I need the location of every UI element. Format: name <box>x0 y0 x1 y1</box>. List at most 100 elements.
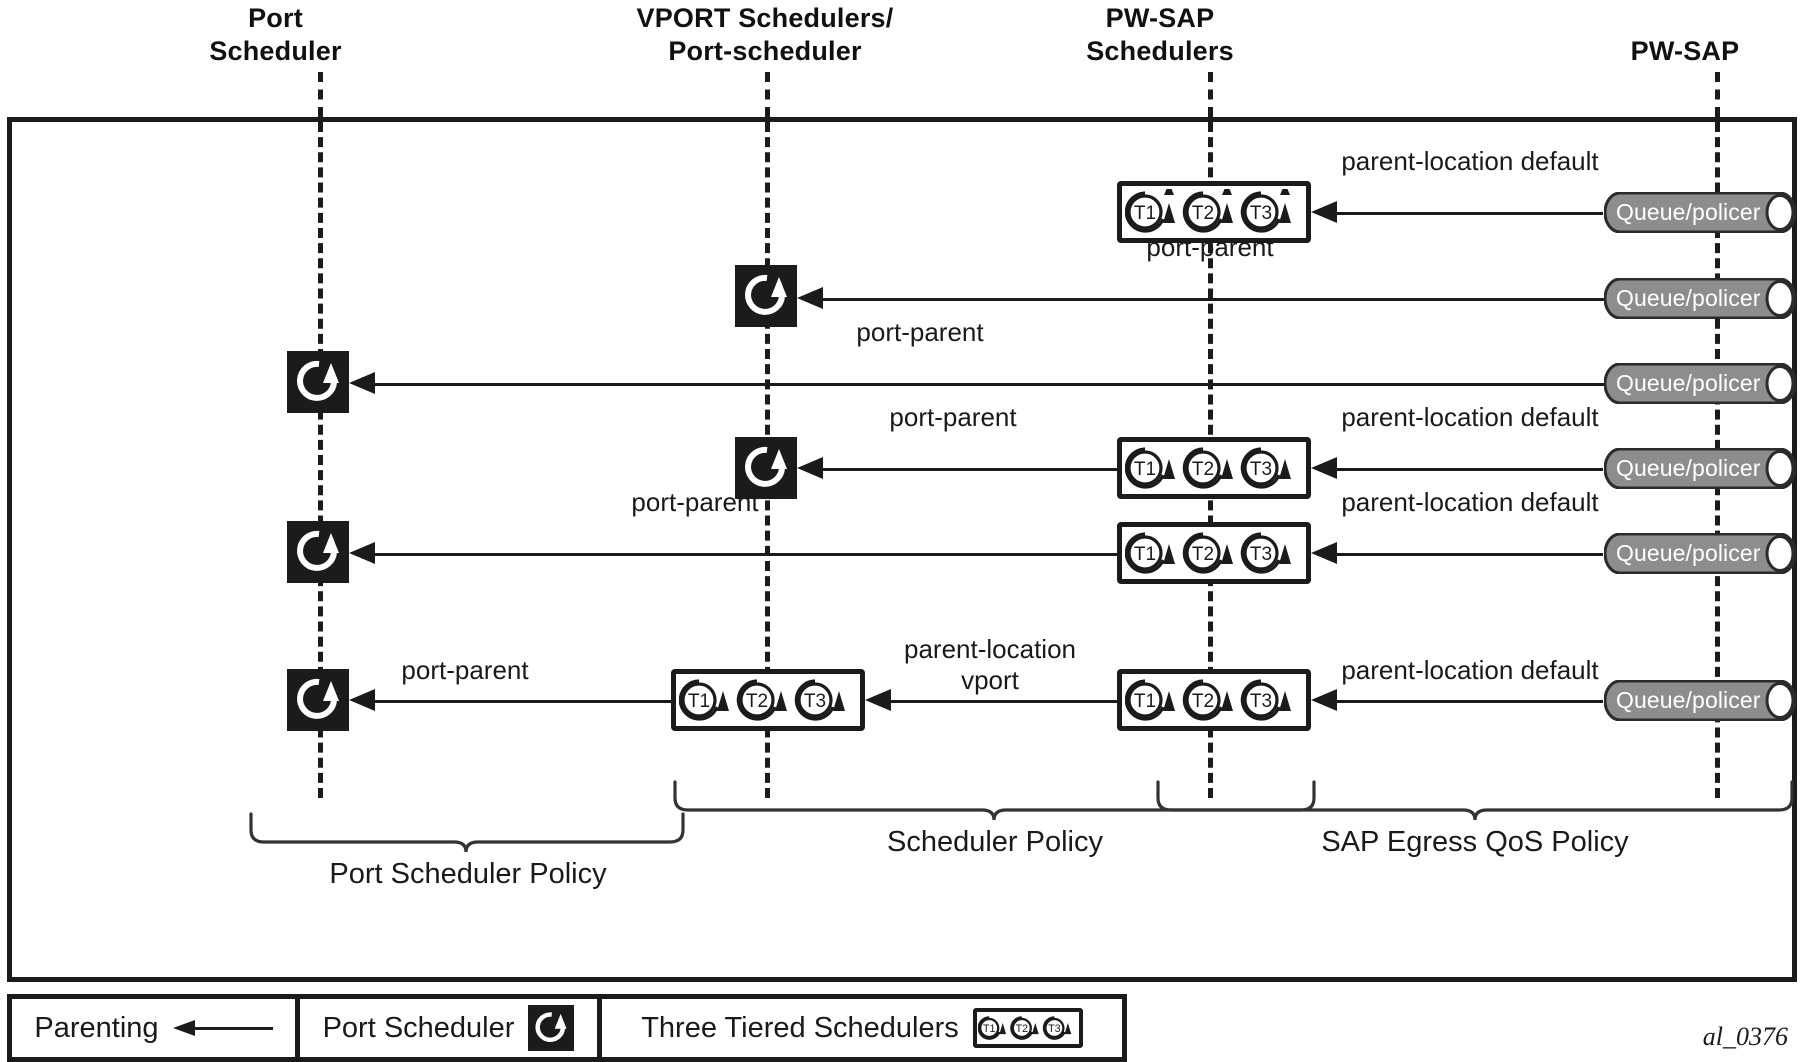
tier-label-t2: T2 <box>1192 691 1214 712</box>
queue-policer-label: Queue/policer <box>1616 455 1761 481</box>
parenting-arrow-row5-left <box>375 553 1117 556</box>
tier-label-t3: T3 <box>1250 544 1272 565</box>
three-tier-scheduler-box-row4[interactable]: T1 T2 T3 <box>1117 437 1311 499</box>
tier-label-t3: T3 <box>1250 459 1272 480</box>
tier-label-t2: T2 <box>746 691 768 712</box>
three-tier-scheduler-box-row1[interactable]: T1 T2 T3 <box>1117 181 1311 243</box>
legend-label-parenting: Parenting <box>34 1011 159 1044</box>
arrow-head-row5-left <box>349 542 375 564</box>
edge-label-row1: parent-location default <box>1341 146 1599 176</box>
edge-label-row6-left: port-parent <box>401 655 529 685</box>
parenting-arrow-row6-mid <box>891 700 1117 703</box>
legend-item-parenting[interactable]: Parenting <box>12 999 295 1057</box>
queue-policer-label: Queue/policer <box>1616 540 1761 566</box>
tier-label-t3: T3 <box>1250 691 1272 712</box>
tier-label-t1: T1 <box>1134 459 1156 480</box>
arrow-head-row4-left <box>797 457 823 479</box>
parenting-arrow-row4-left <box>823 468 1117 471</box>
edge-label-row4-right: parent-location default <box>1341 402 1599 432</box>
parenting-arrow-row6-left <box>375 700 671 703</box>
arrow-head-row6-left <box>349 689 375 711</box>
edge-label-row6-mid: parent-location vport <box>865 634 1115 696</box>
column-header-pw-sap: PW-SAP <box>1590 35 1780 68</box>
brace-sap-egress-qos-policy <box>1155 780 1795 822</box>
arrow-head-row6-mid <box>865 689 891 711</box>
edge-label-row4-left: port-parent <box>889 402 1017 432</box>
legend-label-three-tiered-schedulers: Three Tiered Schedulers <box>641 1011 959 1044</box>
queue-policer-row4[interactable]: Queue/policer <box>1603 447 1797 490</box>
three-tier-scheduler-icon: T1 T2 T3 <box>972 1008 1083 1048</box>
three-tier-scheduler-box-row6[interactable]: T1 T2 T3 <box>1117 669 1311 731</box>
edge-label-row2: port-parent <box>1146 232 1274 262</box>
column-header-line2: Schedulers <box>1086 36 1234 66</box>
brace-label-scheduler-policy: Scheduler Policy <box>887 826 1103 858</box>
arrow-head-row2 <box>797 287 823 309</box>
port-scheduler-icon-row4[interactable] <box>735 437 797 499</box>
queue-policer-row6[interactable]: Queue/policer <box>1603 679 1797 722</box>
tier-label-t1: T1 <box>1134 544 1156 565</box>
column-guide-port-scheduler-top <box>318 72 323 117</box>
tier-label-t1: T1 <box>983 1023 996 1035</box>
tier-label-t2: T2 <box>1192 203 1214 224</box>
legend-item-port-scheduler[interactable]: Port Scheduler <box>295 999 597 1057</box>
queue-policer-label: Queue/policer <box>1616 285 1761 311</box>
column-guide-vport-top <box>765 72 770 117</box>
three-tier-scheduler-box-row5[interactable]: T1 T2 T3 <box>1117 522 1311 584</box>
legend-item-three-tiered-schedulers[interactable]: Three Tiered Schedulers T1 T2 T3 <box>597 999 1122 1057</box>
port-scheduler-icon-row5[interactable] <box>287 521 349 583</box>
tier-label-t2: T2 <box>1015 1023 1028 1035</box>
arrow-head-row3 <box>349 372 375 394</box>
tier-label-t1: T1 <box>1134 691 1156 712</box>
column-header-line1: VPORT Schedulers/ <box>636 3 894 33</box>
tier-label-t2: T2 <box>1192 544 1214 565</box>
port-scheduler-icon <box>528 1005 575 1051</box>
column-guide-port-scheduler <box>318 122 323 798</box>
column-header-line1: PW-SAP <box>1630 36 1740 66</box>
queue-policer-row5[interactable]: Queue/policer <box>1603 532 1797 575</box>
column-header-port-scheduler: Port Scheduler <box>178 2 373 68</box>
parenting-arrow-row1 <box>1337 212 1603 215</box>
brace-port-scheduler-policy <box>248 812 686 854</box>
parenting-arrow-row2 <box>823 298 1605 301</box>
queue-policer-row1[interactable]: Queue/policer <box>1603 191 1797 234</box>
edge-label-row5-right: parent-location default <box>1341 487 1599 517</box>
brace-label-port-scheduler-policy: Port Scheduler Policy <box>329 858 607 890</box>
arrow-head-row6-right <box>1311 689 1337 711</box>
arrow-head-row5-right <box>1311 542 1337 564</box>
tier-label-t1: T1 <box>688 691 710 712</box>
arrow-head-row1 <box>1311 201 1337 223</box>
tier-label-t1: T1 <box>1134 203 1156 224</box>
queue-policer-label: Queue/policer <box>1616 199 1761 225</box>
left-arrow-icon <box>172 1020 273 1036</box>
column-header-line1: PW-SAP <box>1105 3 1215 33</box>
edge-label-row3: port-parent <box>856 317 984 347</box>
port-scheduler-icon-row2[interactable] <box>735 265 797 327</box>
queue-policer-row3[interactable]: Queue/policer <box>1603 362 1797 405</box>
edge-label-row6-right: parent-location default <box>1341 655 1599 685</box>
queue-policer-label: Queue/policer <box>1616 687 1761 713</box>
edge-label-row5-left: port-parent <box>631 487 759 517</box>
column-header-line1: Port <box>248 3 303 33</box>
three-tier-scheduler-box-vport-row6[interactable]: T1 T2 T3 <box>671 669 865 731</box>
brace-label-sap-egress-qos-policy: SAP Egress QoS Policy <box>1321 826 1629 858</box>
legend: Parenting Port Scheduler Three Tiered Sc… <box>7 994 1127 1062</box>
queue-policer-label: Queue/policer <box>1616 370 1761 396</box>
column-header-vport-scheduler: VPORT Schedulers/ Port-scheduler <box>540 2 990 68</box>
parenting-arrow-row5-right <box>1337 553 1603 556</box>
edge-label-row6-mid-line1: parent-location <box>904 634 1076 664</box>
edge-label-row6-mid-line2: vport <box>961 665 1019 695</box>
queue-policer-row2[interactable]: Queue/policer <box>1603 277 1797 320</box>
tier-label-t2: T2 <box>1192 459 1214 480</box>
parenting-arrow-row3 <box>375 383 1605 386</box>
port-scheduler-icon-row6[interactable] <box>287 669 349 731</box>
column-header-line2: Scheduler <box>209 36 342 66</box>
arrow-head-row4-right <box>1311 457 1337 479</box>
column-header-line2: Port-scheduler <box>668 36 862 66</box>
tier-label-t3: T3 <box>1048 1023 1061 1035</box>
figure-id: al_0376 <box>1702 1022 1788 1051</box>
column-guide-pwsap-sched-top <box>1208 72 1213 117</box>
port-scheduler-icon-row3[interactable] <box>287 351 349 413</box>
column-guide-pwsap-top <box>1715 72 1720 117</box>
tier-label-t3: T3 <box>804 691 826 712</box>
